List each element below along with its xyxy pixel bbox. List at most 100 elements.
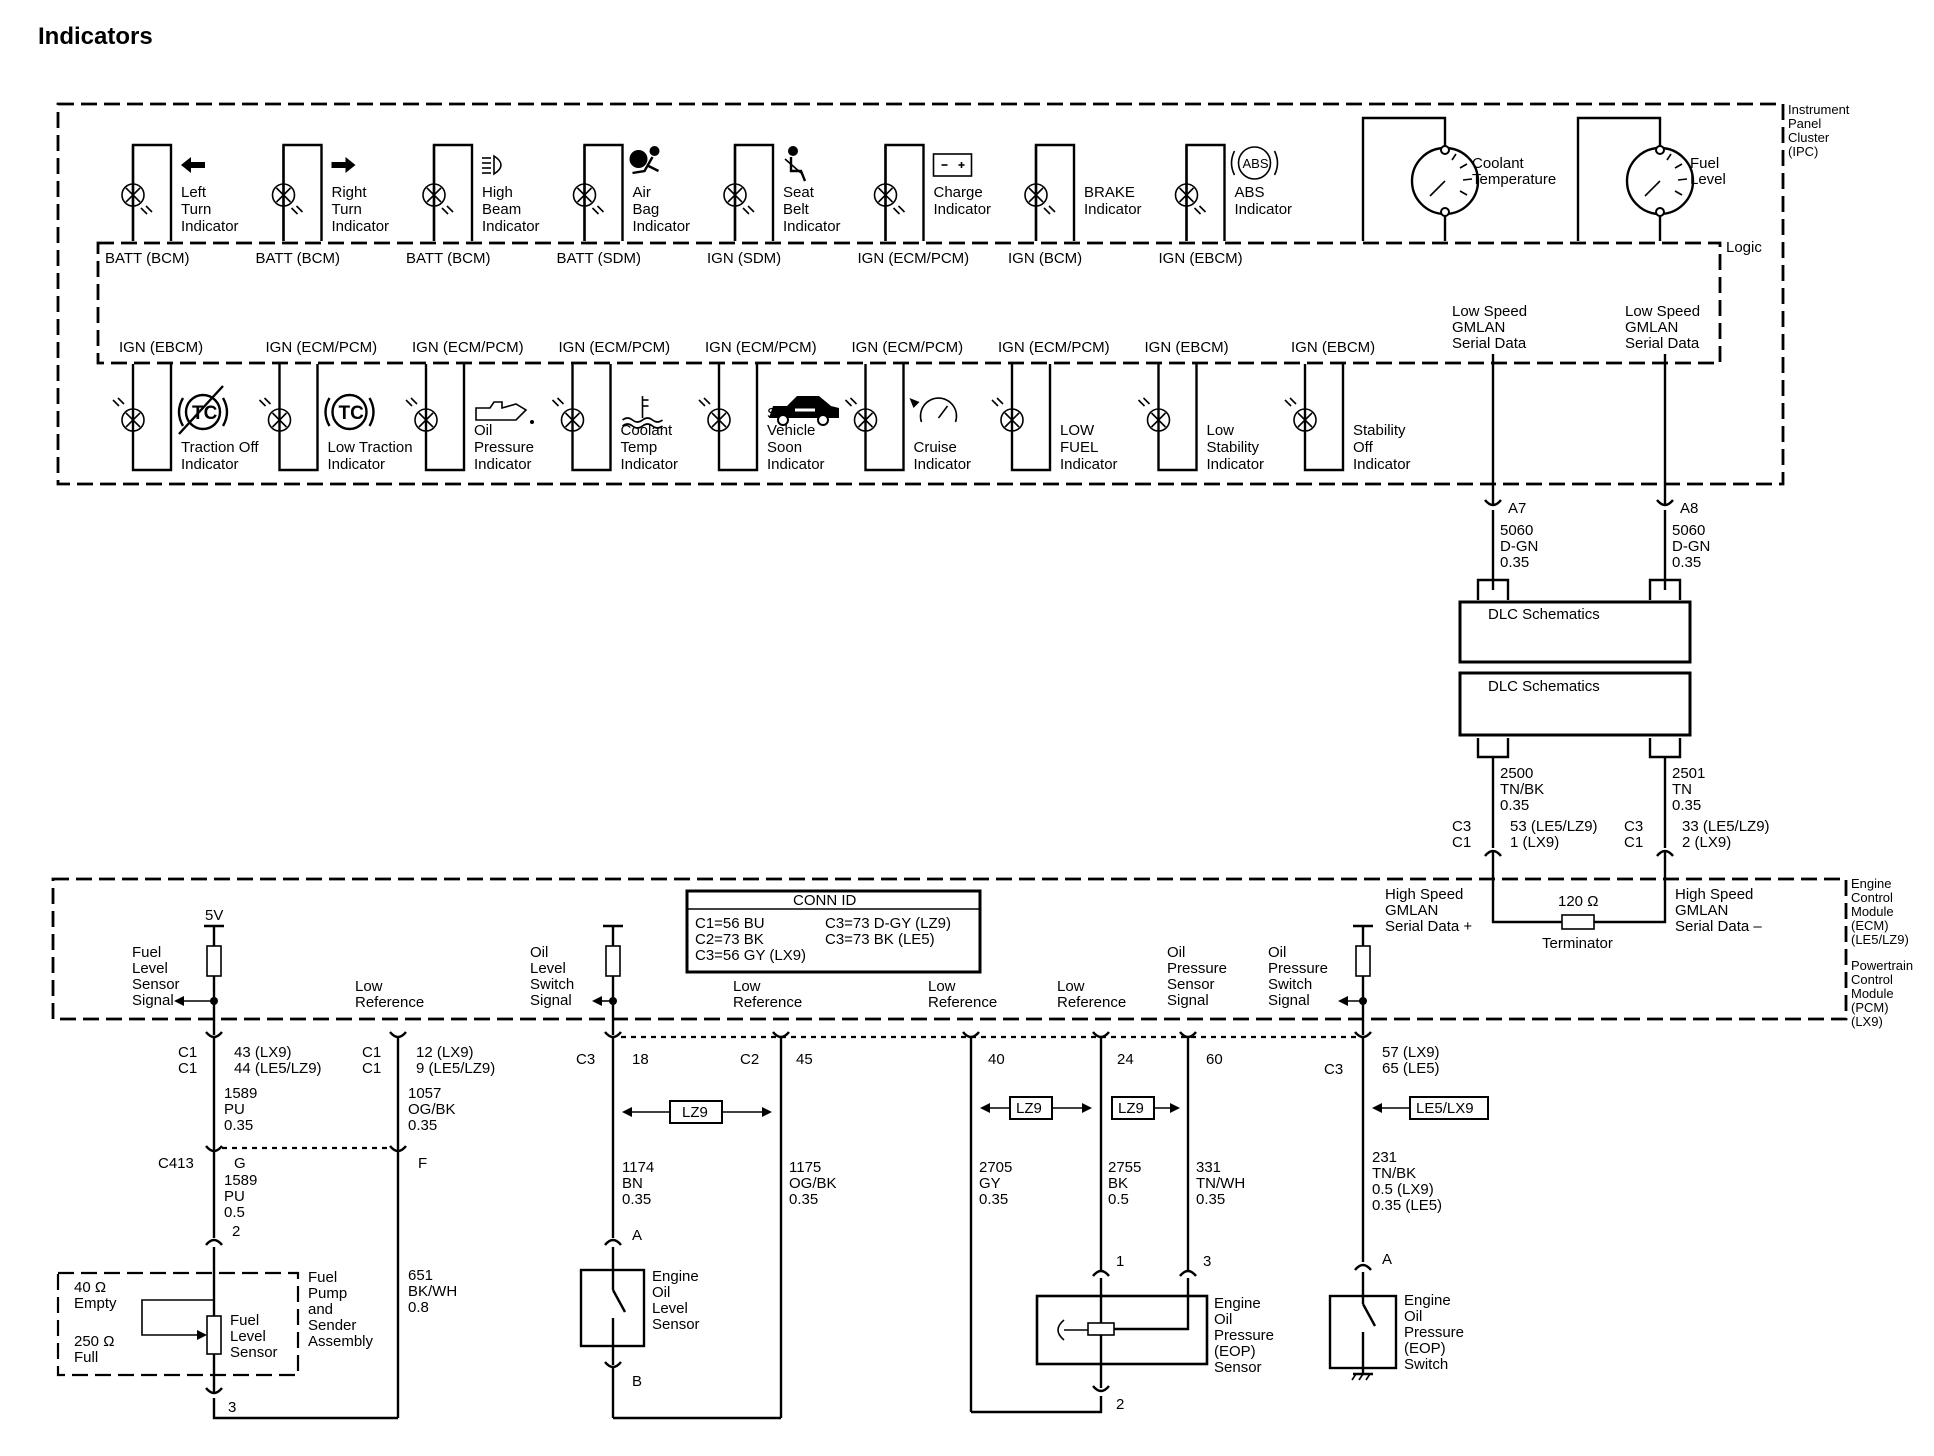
svg-text:A7: A7 xyxy=(1508,500,1526,517)
light-emission-icon xyxy=(1284,397,1297,407)
svg-text:2705: 2705 xyxy=(979,1159,1012,1176)
svg-text:BN: BN xyxy=(622,1175,643,1192)
low-reference-circuit-3: Low Reference 40 2705 GY 0.35 xyxy=(928,978,1103,1414)
svg-text:Reference: Reference xyxy=(928,994,997,1011)
svg-text:LE5/LX9: LE5/LX9 xyxy=(1416,1100,1474,1117)
coolant-icon xyxy=(622,396,663,429)
svg-text:TC: TC xyxy=(339,403,365,424)
svg-text:OG/BK: OG/BK xyxy=(408,1101,456,1118)
svg-text:C3=73 D-GY (LZ9): C3=73 D-GY (LZ9) xyxy=(825,915,951,932)
svg-text:651: 651 xyxy=(408,1267,433,1284)
svg-text:0.35: 0.35 xyxy=(789,1191,818,1208)
low-reference-circuit-4: Low Reference 24 2755 BK 0.5 1 xyxy=(1057,978,1141,1277)
svg-text:Sensor: Sensor xyxy=(132,976,180,993)
svg-text:2501: 2501 xyxy=(1672,765,1705,782)
gauge-needle-icon xyxy=(1644,153,1688,197)
indicator-label: Indicator xyxy=(332,218,390,235)
svg-text:BK: BK xyxy=(1108,1175,1128,1192)
svg-text:GMLAN: GMLAN xyxy=(1385,902,1438,919)
svg-text:(IPC): (IPC) xyxy=(1788,144,1818,159)
svg-text:120 Ω: 120 Ω xyxy=(1558,893,1598,910)
svg-text:1 (LX9): 1 (LX9) xyxy=(1510,834,1559,851)
lamp-symbol xyxy=(1293,408,1317,432)
svg-text:Serial Data: Serial Data xyxy=(1625,335,1700,352)
lamp-symbol xyxy=(121,408,145,432)
svg-text:Pressure: Pressure xyxy=(1167,960,1227,977)
low-speed-serial-label-2: Low Speed GMLAN Serial Data xyxy=(1625,303,1700,352)
svg-text:A: A xyxy=(1382,1251,1392,1268)
svg-text:LZ9: LZ9 xyxy=(1016,1100,1042,1117)
svg-text:Switch: Switch xyxy=(530,976,574,993)
svg-text:33 (LE5/LZ9): 33 (LE5/LZ9) xyxy=(1682,818,1770,835)
power-source-label: IGN (EBCM) xyxy=(119,339,203,356)
svg-text:Low: Low xyxy=(928,978,956,995)
power-source-label: IGN (ECM/PCM) xyxy=(412,339,524,356)
indicator-label: Indicator xyxy=(934,201,992,218)
svg-text:C3=73 BK (LE5): C3=73 BK (LE5) xyxy=(825,931,935,948)
tc-icon: TC xyxy=(324,393,375,431)
svg-text:Engine: Engine xyxy=(1851,876,1891,891)
svg-text:Signal: Signal xyxy=(1167,992,1209,1009)
svg-text:5V: 5V xyxy=(205,907,223,924)
svg-text:TC: TC xyxy=(192,403,218,424)
svg-text:Low: Low xyxy=(1057,978,1085,995)
svg-text:Sensor: Sensor xyxy=(1214,1359,1262,1376)
lamp-symbol xyxy=(572,183,597,207)
indicator-label: Indicator xyxy=(328,456,386,473)
svg-text:C1: C1 xyxy=(362,1060,381,1077)
ecm-pcm-box xyxy=(51,877,1848,1021)
svg-text:12 (LX9): 12 (LX9) xyxy=(416,1044,474,1061)
svg-text:(EOP): (EOP) xyxy=(1404,1340,1446,1357)
indicator-label: Vehicle xyxy=(767,422,815,439)
fuel-level-signal-circuit: 5V Fuel Level Sensor Signal C1 C1 43 (LX… xyxy=(132,907,322,1246)
svg-text:231: 231 xyxy=(1372,1149,1397,1166)
svg-text:Sender: Sender xyxy=(308,1317,356,1334)
left-arrow-icon xyxy=(181,157,205,173)
svg-text:(LE5/LZ9): (LE5/LZ9) xyxy=(1851,932,1909,947)
svg-text:Sensor: Sensor xyxy=(1167,976,1215,993)
svg-text:D-GN: D-GN xyxy=(1672,538,1710,555)
airbag-icon xyxy=(629,146,660,175)
light-emission-icon xyxy=(551,397,565,407)
light-emission-icon xyxy=(258,397,272,407)
lamp-symbol xyxy=(723,183,747,207)
indicator-label: Indicator xyxy=(181,218,239,235)
indicator-label: Pressure xyxy=(474,439,534,456)
eop-sensor: 2 Engine Oil Pressure (EOP) Sensor xyxy=(1035,1278,1274,1413)
right-arrow-icon xyxy=(331,157,356,173)
page-title: Indicators xyxy=(38,23,153,50)
svg-text:ABS: ABS xyxy=(1243,156,1269,171)
dlc-schematics-box-1[interactable]: DLC Schematics xyxy=(1458,600,1692,664)
svg-text:0.8: 0.8 xyxy=(408,1299,429,1316)
svg-text:24: 24 xyxy=(1117,1051,1134,1068)
dlc-schematics-box-2[interactable]: DLC Schematics xyxy=(1458,671,1692,737)
indicator-label: ABS xyxy=(1235,184,1265,201)
svg-text:1: 1 xyxy=(1116,1253,1124,1270)
lamp-symbol xyxy=(873,183,898,207)
svg-text:2: 2 xyxy=(232,1223,240,1240)
svg-text:C2: C2 xyxy=(740,1051,759,1068)
power-source-label: IGN (ECM/PCM) xyxy=(705,339,817,356)
indicator-label: Indicator xyxy=(1084,201,1142,218)
svg-text:Switch: Switch xyxy=(1268,976,1312,993)
svg-text:Powertrain: Powertrain xyxy=(1851,958,1913,973)
power-source-label: IGN (ECM/PCM) xyxy=(266,339,378,356)
svg-text:C3: C3 xyxy=(1624,818,1643,835)
indicator-label: Turn xyxy=(181,201,211,218)
indicator-label: Charge xyxy=(934,184,983,201)
pcm-label: Powertrain Control Module (PCM) (LX9) xyxy=(1851,958,1913,1029)
svg-text:GMLAN: GMLAN xyxy=(1452,319,1505,336)
svg-text:Serial Data: Serial Data xyxy=(1452,335,1527,352)
serial-wire-a8: A8 5060 D-GN 0.35 xyxy=(1648,354,1710,600)
svg-text:Oil: Oil xyxy=(1214,1311,1232,1328)
indicator-label: Turn xyxy=(332,201,362,218)
indicator-label: Seat xyxy=(783,184,815,201)
high-speed-serial-label-minus: High Speed GMLAN Serial Data – xyxy=(1675,886,1762,935)
lz9-option-tag-1: LZ9 xyxy=(622,1100,772,1124)
light-emission-icon xyxy=(892,205,906,215)
gauge-needle-icon xyxy=(1429,153,1473,197)
